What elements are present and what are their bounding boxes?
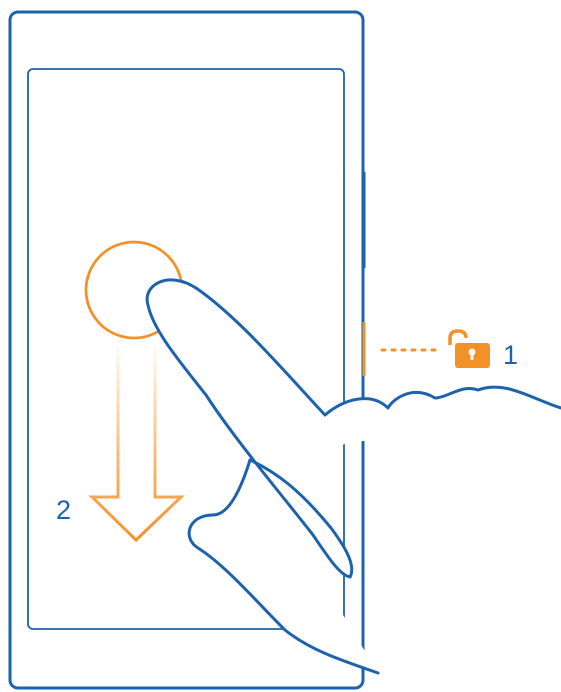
index-finger — [145, 278, 561, 579]
step-2-label: 2 — [56, 495, 71, 525]
phone — [8, 10, 366, 690]
swipe-down-arrow-icon — [88, 340, 185, 543]
thumb — [187, 458, 380, 675]
step-1-power-key-callout: 1 — [380, 329, 518, 370]
step-1-label: 1 — [503, 340, 518, 370]
phone-screen — [27, 68, 345, 630]
unlock-padlock-icon — [448, 329, 490, 368]
hand-illustration — [145, 278, 561, 675]
